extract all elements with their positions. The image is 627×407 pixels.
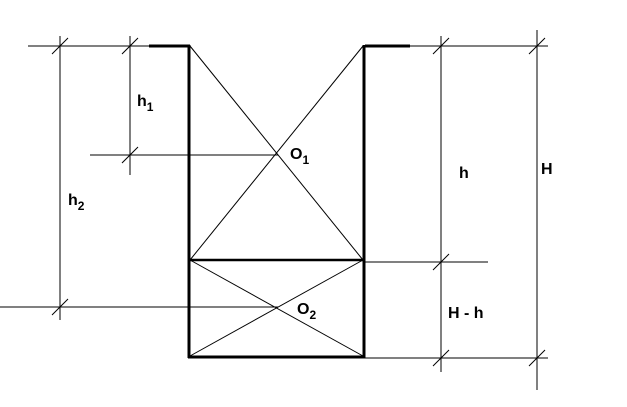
- h2-label: h2: [68, 192, 85, 213]
- upper-diagonal-right-to-left: [189, 45, 364, 261]
- tick-H-top: [528, 37, 546, 55]
- h1-label: h1: [137, 93, 154, 114]
- tick-h2-top: [51, 37, 69, 55]
- h-label: h: [459, 165, 469, 182]
- dimension-lines: [59, 30, 538, 390]
- H-label: H: [541, 161, 553, 178]
- lower-diagonal-right-to-left: [189, 259, 364, 357]
- diagonals: [189, 45, 364, 357]
- tick-h-top: [432, 37, 450, 55]
- o1-label: O1: [290, 146, 309, 167]
- h-minus-h-label: H - h: [448, 305, 484, 322]
- tick-hmh-bottom: [432, 349, 450, 367]
- o2-label: O2: [297, 301, 316, 322]
- tick-h-bottom: [432, 253, 450, 271]
- extension-lines: [0, 45, 548, 359]
- tick-h1-top: [121, 37, 139, 55]
- vessel-outline: [149, 44, 410, 359]
- tick-h2-bottom: [51, 298, 69, 316]
- tick-marks: [51, 37, 546, 367]
- tick-h1-bottom: [121, 146, 139, 164]
- tick-H-bottom: [528, 349, 546, 367]
